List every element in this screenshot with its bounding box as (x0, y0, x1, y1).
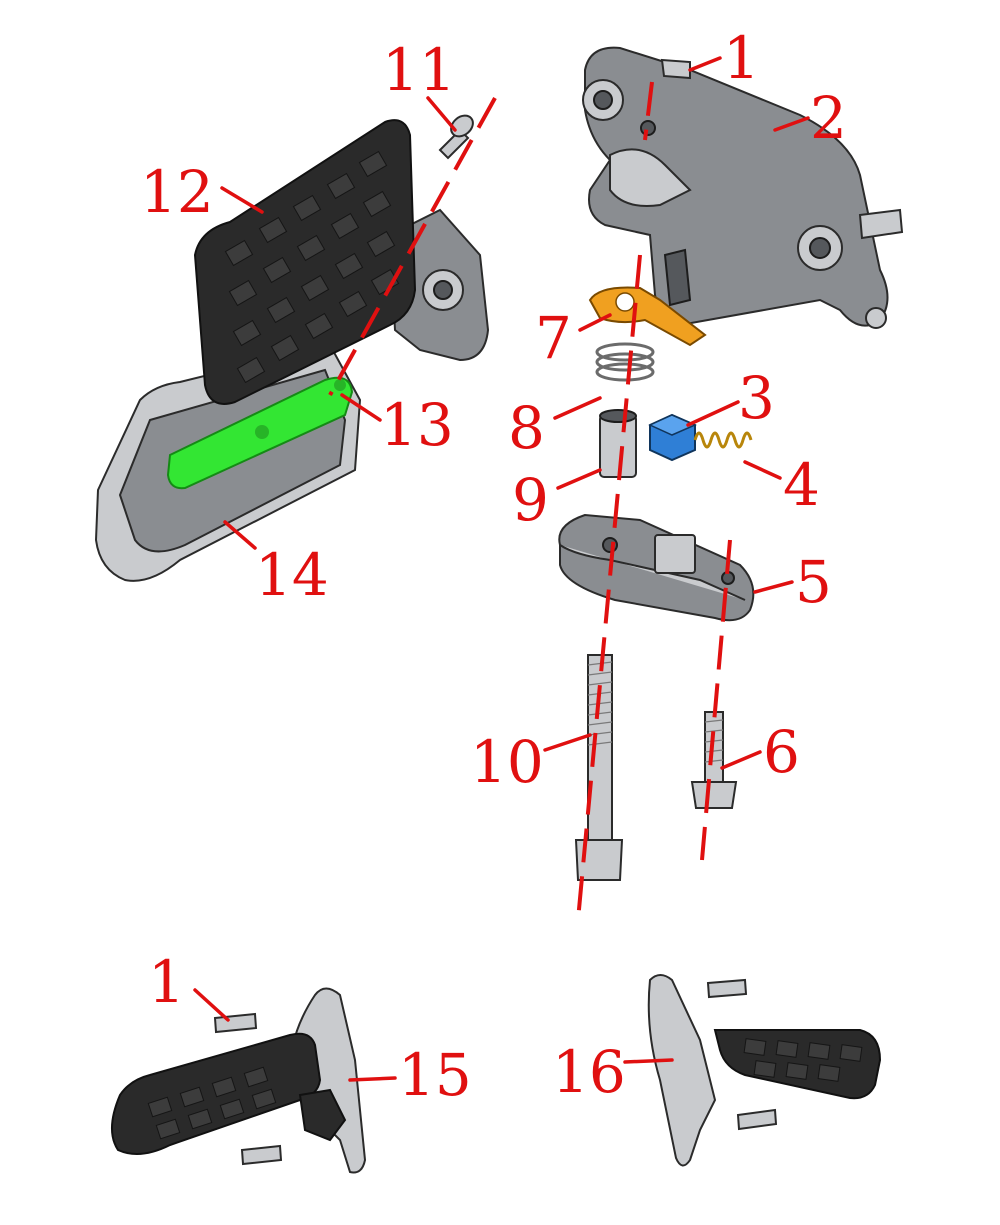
assembly-axes (328, 81, 732, 921)
callout-8: 8 (508, 394, 545, 462)
leader-6 (720, 750, 762, 770)
callout-labels: 1 2 3 4 5 6 7 8 9 10 11 12 13 14 1 15 16 (140, 24, 847, 1109)
leader-5 (753, 580, 794, 594)
callout-11: 11 (382, 36, 456, 104)
callout-3: 3 (738, 364, 775, 432)
part-2-bracket (582, 46, 904, 329)
leader-1-top (688, 56, 722, 72)
callout-14: 14 (255, 541, 329, 609)
callout-1-bottom: 1 (148, 948, 185, 1016)
axis-screw-11 (328, 97, 497, 396)
leader-3 (686, 400, 740, 427)
callout-2: 2 (810, 84, 847, 152)
leader-12 (220, 186, 264, 214)
leader-9 (556, 468, 602, 490)
callout-15: 15 (398, 1041, 472, 1109)
callout-1-top: 1 (723, 24, 760, 92)
leader-7 (578, 313, 612, 332)
part-4-spring (693, 431, 753, 449)
leader-8 (553, 396, 602, 420)
part-13-green-plate (166, 376, 354, 490)
callout-6: 6 (763, 718, 800, 786)
leader-11 (426, 96, 457, 132)
leader-2 (773, 116, 810, 132)
leader-1-bottom (193, 988, 230, 1022)
callout-13: 13 (380, 391, 454, 459)
callout-9: 9 (512, 466, 549, 534)
callout-16: 16 (552, 1038, 626, 1106)
axis-bolt-6 (700, 539, 732, 861)
leader-14 (223, 520, 257, 550)
axis-main-vertical (576, 254, 642, 921)
part-3-blue-block (648, 413, 697, 462)
leader-lines (193, 56, 810, 1082)
part-7-lever (588, 286, 707, 347)
part-12-rubber-pad (193, 119, 490, 405)
leader-16 (623, 1058, 674, 1064)
leader-13 (340, 393, 382, 422)
callout-4: 4 (783, 451, 820, 519)
callout-7: 7 (535, 304, 572, 372)
leader-15 (348, 1076, 397, 1082)
part-11-screw (438, 114, 474, 160)
part-9-spacer (599, 409, 637, 478)
part-15-left-footpeg (111, 987, 367, 1174)
leader-10 (543, 733, 592, 752)
callout-5: 5 (795, 548, 832, 616)
part-16-right-footpeg (647, 974, 882, 1167)
part-8-spring (595, 342, 655, 382)
axis-top-bolt (643, 81, 654, 141)
callout-10: 10 (470, 728, 544, 796)
part-6-short-bolt (690, 711, 738, 809)
callout-12: 12 (140, 158, 214, 226)
leader-4 (743, 460, 782, 480)
part-1-bolt-top (660, 58, 691, 80)
